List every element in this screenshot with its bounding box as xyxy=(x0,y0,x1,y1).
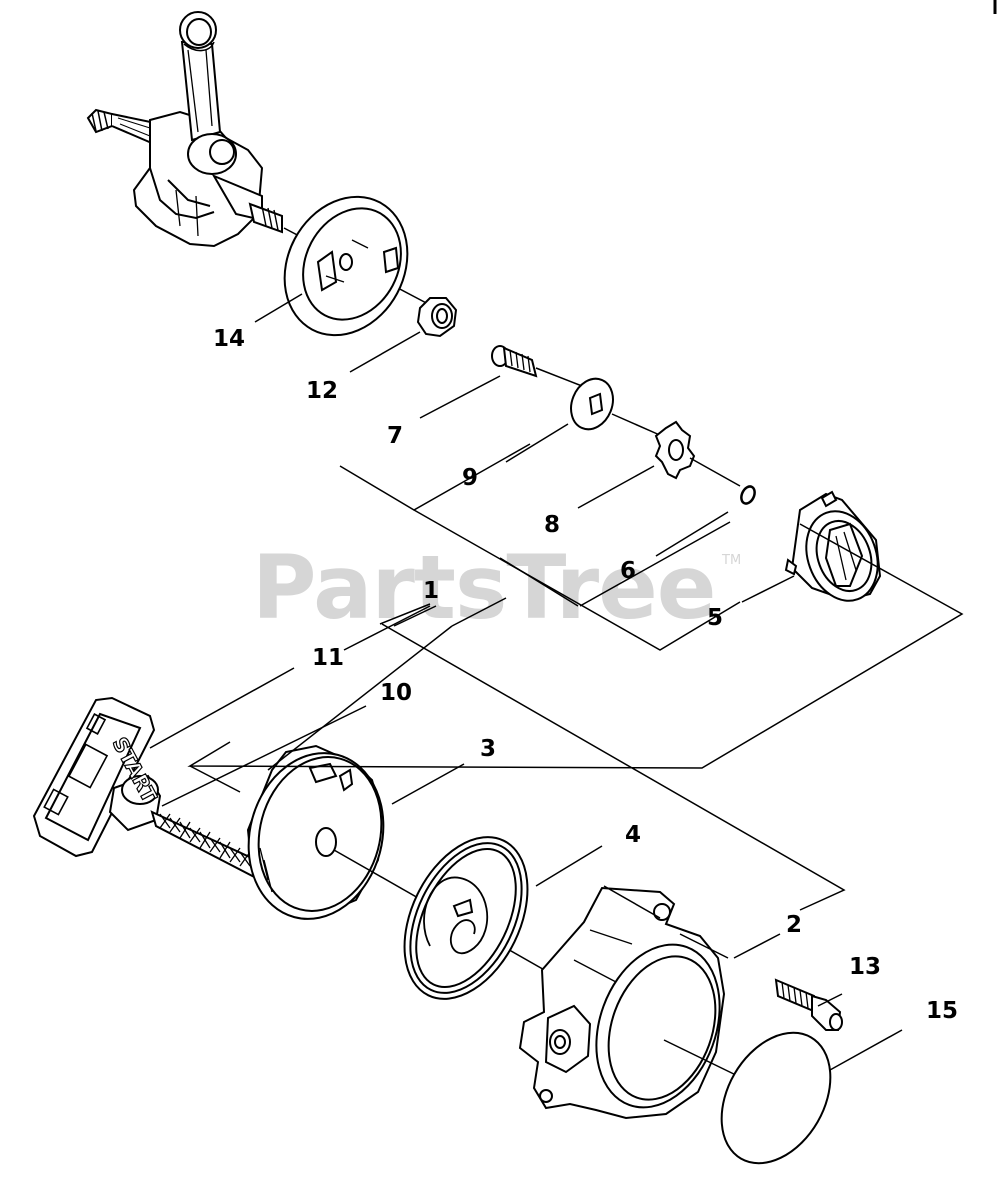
label-8: 8 xyxy=(544,512,561,538)
label-4: 4 xyxy=(625,822,642,848)
crankshaft-part xyxy=(86,11,283,248)
watermark-trademark: TM xyxy=(722,553,742,568)
cover-disc-part xyxy=(720,1031,832,1165)
label-6: 6 xyxy=(620,558,637,584)
label-1: 1 xyxy=(423,578,440,604)
nut-part xyxy=(416,297,458,338)
watermark-text: PartsTree xyxy=(252,536,716,639)
label-12: 12 xyxy=(306,378,339,404)
o-ring-part xyxy=(740,485,756,505)
spring-part xyxy=(403,836,529,1000)
label-5: 5 xyxy=(707,605,724,631)
label-9: 9 xyxy=(462,465,479,491)
label-15: 15 xyxy=(926,998,959,1024)
starter-handle-part xyxy=(32,696,162,858)
label-13: 13 xyxy=(849,954,882,980)
flywheel-plate-part xyxy=(283,195,409,337)
starter-rope-part xyxy=(150,810,262,882)
group-bracket-lines xyxy=(187,443,964,959)
label-3: 3 xyxy=(480,736,497,762)
label-14: 14 xyxy=(213,326,246,352)
bolt-part xyxy=(774,978,843,1031)
label-7: 7 xyxy=(387,423,404,449)
leader-lines xyxy=(149,293,903,1071)
lock-plate-part xyxy=(654,420,696,480)
label-2: 2 xyxy=(786,912,803,938)
starter-housing-part xyxy=(518,886,726,1120)
label-10: 10 xyxy=(380,680,413,706)
label-11: 11 xyxy=(312,645,345,671)
washer-part xyxy=(570,377,614,431)
ratchet-part xyxy=(784,490,882,602)
pulley-part xyxy=(246,744,385,920)
screw-part xyxy=(491,345,538,378)
